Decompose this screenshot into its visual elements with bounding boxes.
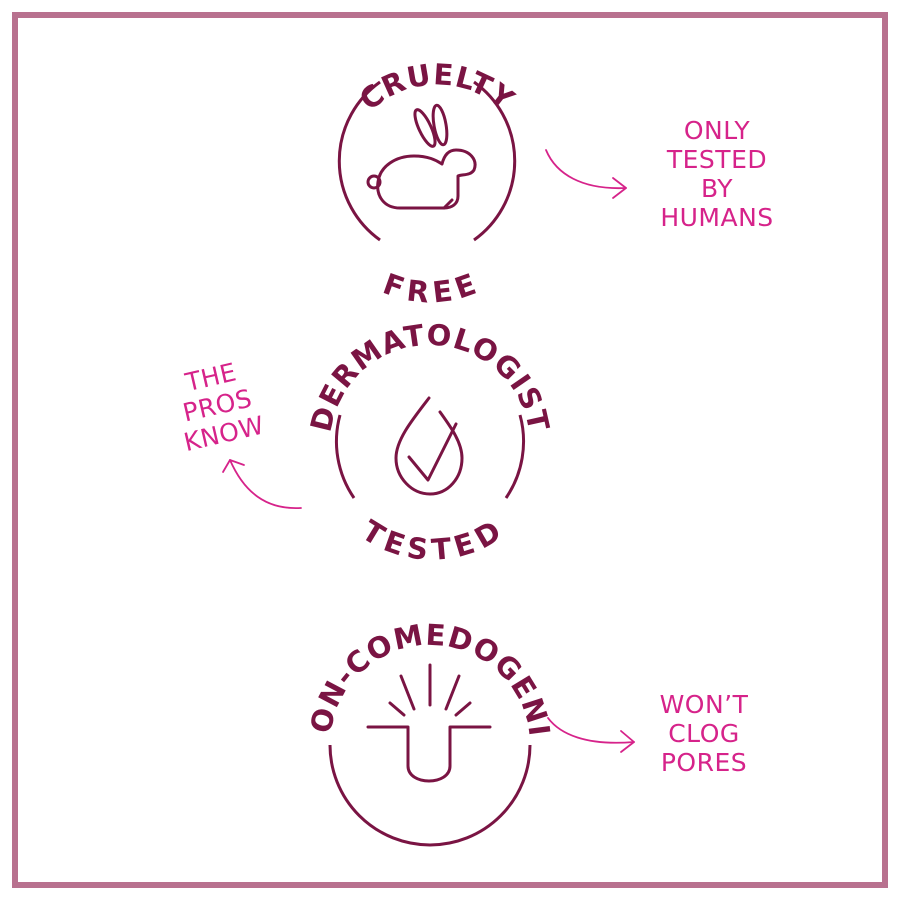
- arrow-icon-3: [547, 717, 635, 753]
- dermatologist-tested-badge: DERMATOLOGIST TESTED: [304, 317, 556, 567]
- dermatologist-tested-top-label: DERMATOLOGIST: [304, 317, 556, 435]
- only-tested-by-humans-note: ONLY TESTED BY HUMANS: [660, 116, 774, 232]
- drop-check-icon: [394, 396, 464, 496]
- arrow-icon-1: [545, 149, 627, 199]
- cruelty-free-badge: CRUELTY FREE: [337, 57, 521, 310]
- pore-icon: [366, 663, 492, 783]
- wont-clog-pores-note: WON’T CLOG PORES: [659, 690, 749, 777]
- cruelty-free-bottom-label: FREE: [379, 267, 481, 310]
- rabbit-icon: [366, 103, 477, 210]
- arrow-icon-2: [222, 459, 302, 509]
- non-comedogenic-top-label: NON-COMEDOGENIC: [0, 0, 556, 739]
- cruelty-free-top-label: CRUELTY: [353, 57, 521, 117]
- page-frame: [12, 12, 888, 888]
- dermatologist-tested-bottom-label: TESTED: [356, 513, 507, 567]
